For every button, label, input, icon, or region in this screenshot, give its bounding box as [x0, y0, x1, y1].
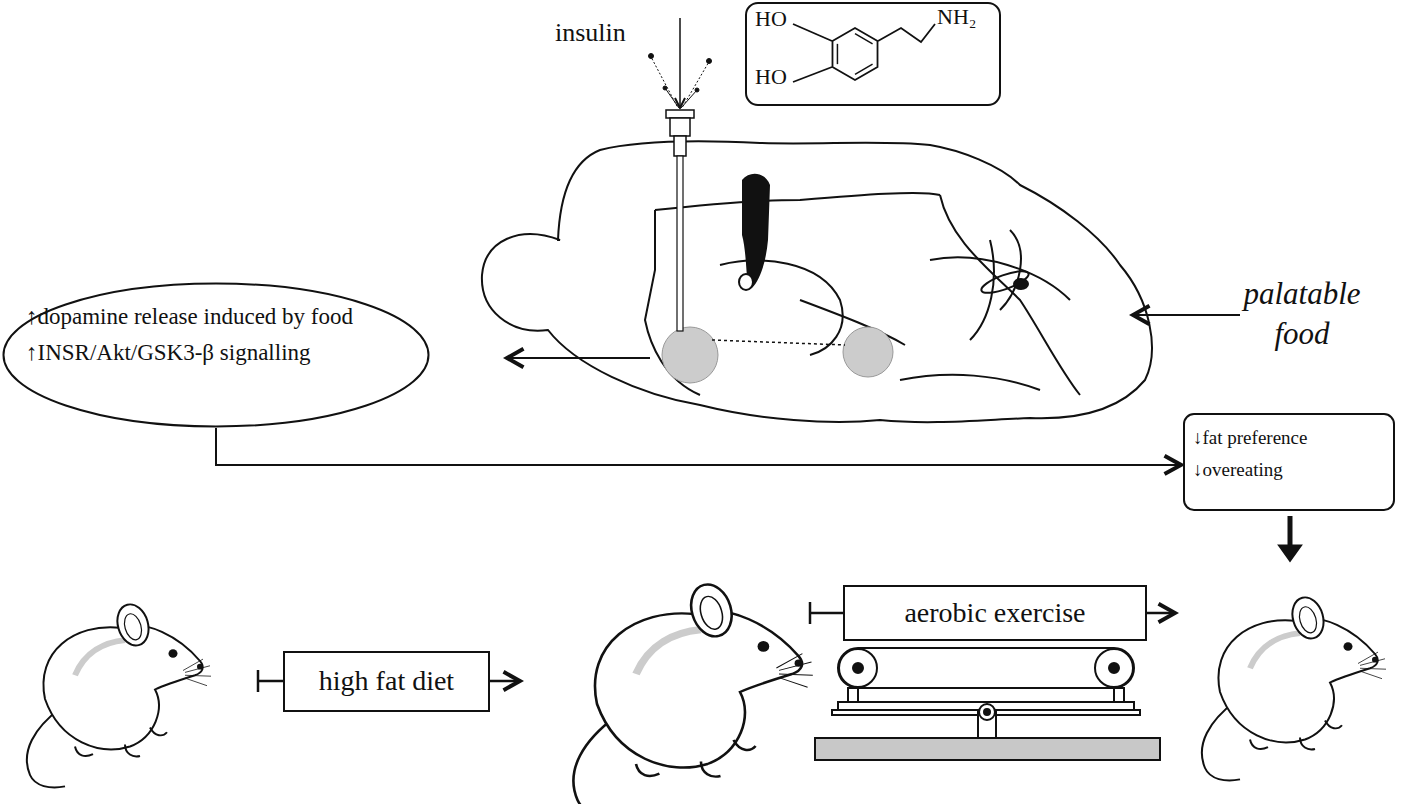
outcome-text: ↓fat preference — [1193, 427, 1385, 449]
box-outline — [1184, 414, 1394, 510]
nucleus — [1013, 278, 1029, 290]
projection — [712, 340, 845, 345]
effect-text: ↑INSR/Akt/GSK3-β signalling — [26, 340, 412, 366]
bond — [793, 67, 832, 82]
outcome-box: ↓fat preference ↓overeating — [1183, 413, 1395, 511]
diet-box: high fat diet — [283, 651, 490, 712]
double-bond — [855, 64, 873, 74]
outcome-text: ↓overeating — [1193, 459, 1385, 481]
bond — [793, 24, 832, 41]
exercise-label: aerobic exercise — [904, 597, 1085, 629]
stimulus-label: palatable food — [1227, 274, 1377, 355]
exercised-mouse — [1202, 594, 1386, 780]
benzene-ring — [832, 28, 877, 80]
ventricle — [742, 174, 770, 288]
input-arrow — [1133, 314, 1240, 316]
brain-outline — [482, 141, 1152, 422]
diet-label: high fat diet — [319, 665, 454, 697]
ellipse-outline — [4, 284, 429, 427]
vta — [843, 327, 893, 377]
effect-arrowhead — [1280, 546, 1300, 560]
dopamine-structure: HO HO NH₂ — [745, 2, 1001, 106]
diet-arrow-tail — [257, 670, 260, 692]
ventricle-tip — [739, 274, 753, 290]
effect-text: ↑dopamine release induced by food — [26, 304, 412, 330]
lean-mouse — [27, 601, 211, 787]
box-outline — [844, 586, 1146, 640]
exercise-box: aerobic exercise — [843, 585, 1147, 641]
atom-label: NH₂ — [937, 4, 976, 29]
box-outline — [746, 3, 1000, 105]
obese-mouse — [573, 580, 812, 804]
box-outline — [284, 652, 489, 711]
nucleus-accumbens — [662, 327, 718, 383]
cannula — [649, 18, 712, 331]
output-arrow — [507, 357, 650, 359]
ethylamine-chain — [878, 24, 935, 42]
exercise-arrow-tail — [809, 602, 812, 624]
treadmill — [815, 648, 1160, 760]
connector — [216, 428, 1181, 465]
effect-ellipse: ↑dopamine release induced by food ↑INSR/A… — [2, 282, 430, 428]
atom-label: HO — [755, 64, 787, 89]
double-bond — [855, 34, 873, 44]
double-bond — [837, 44, 839, 64]
reagent-label: insulin — [555, 16, 626, 50]
atom-label: HO — [755, 6, 787, 31]
